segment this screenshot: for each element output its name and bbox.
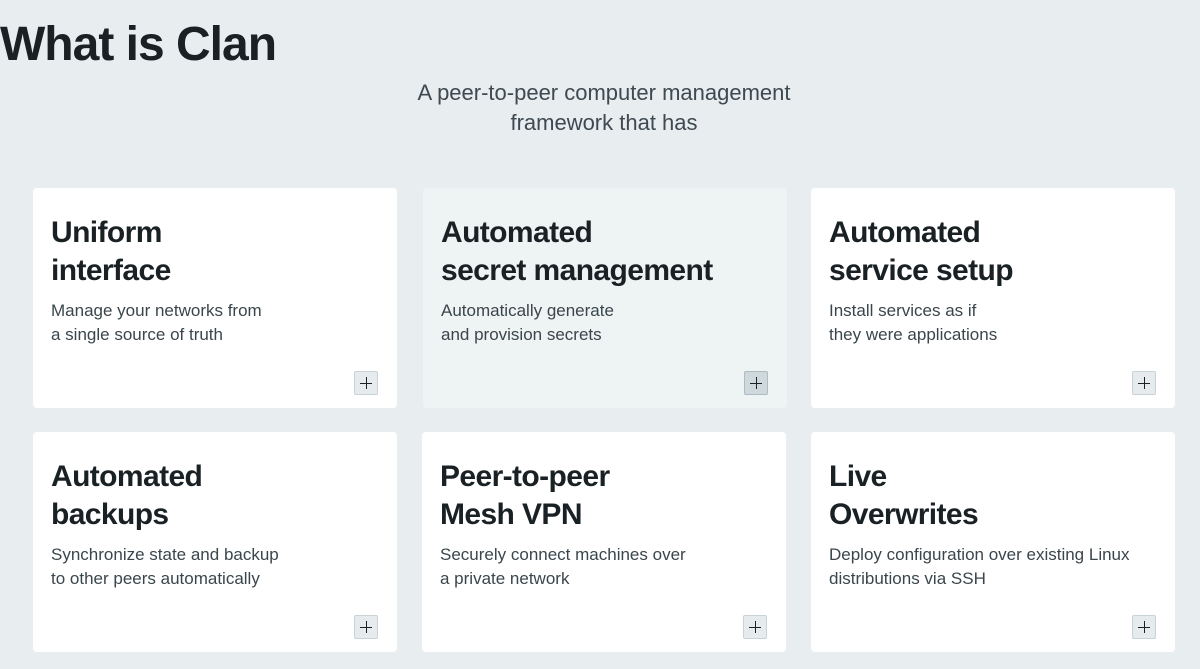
feature-card-title: Automated service setup	[829, 214, 1169, 290]
feature-card-live-overwrites[interactable]: Live Overwrites Deploy configuration ove…	[811, 432, 1175, 652]
expand-button[interactable]	[354, 371, 378, 395]
expand-button[interactable]	[1132, 371, 1156, 395]
feature-card-description: Synchronize state and backup to other pe…	[51, 543, 381, 591]
feature-card-title-line: Peer-to-peer	[440, 460, 610, 493]
plus-icon	[1138, 377, 1150, 389]
expand-button[interactable]	[1132, 615, 1156, 639]
plus-icon	[360, 621, 372, 633]
page-title: What is Clan	[0, 18, 277, 71]
expand-button[interactable]	[743, 615, 767, 639]
feature-card-title-line: secret management	[441, 254, 713, 287]
feature-card-title: Live Overwrites	[829, 458, 1169, 534]
feature-card-title-line: Overwrites	[829, 498, 979, 531]
feature-card-title-line: Live	[829, 460, 887, 493]
feature-card-title-line: Mesh VPN	[440, 498, 583, 531]
feature-card-description: Install services as if they were applica…	[829, 299, 1159, 347]
feature-card-mesh-vpn[interactable]: Peer-to-peer Mesh VPN Securely connect m…	[422, 432, 786, 652]
feature-card-description-line: a single source of truth	[51, 325, 223, 344]
feature-card-uniform-interface[interactable]: Uniform interface Manage your networks f…	[33, 188, 397, 408]
feature-card-description-line: Install services as if	[829, 301, 977, 320]
feature-card-description-line: Manage your networks from	[51, 301, 262, 320]
feature-card-description-line: a private network	[440, 569, 570, 588]
feature-card-description-line: distributions via SSH	[829, 569, 986, 588]
feature-card-description: Deploy configuration over existing Linux…	[829, 543, 1159, 591]
feature-card-title: Automated backups	[51, 458, 391, 534]
feature-card-description: Securely connect machines over a private…	[440, 543, 770, 591]
feature-card-description: Automatically generate and provision sec…	[441, 299, 771, 347]
plus-icon	[360, 377, 372, 389]
feature-card-backups[interactable]: Automated backups Synchronize state and …	[33, 432, 397, 652]
feature-card-description-line: Synchronize state and backup	[51, 545, 279, 564]
feature-card-title: Peer-to-peer Mesh VPN	[440, 458, 780, 534]
feature-card-title-line: Automated	[829, 216, 981, 249]
feature-card-title: Automated secret management	[441, 214, 781, 290]
feature-card-title-line: backups	[51, 498, 169, 531]
feature-card-title-line: Automated	[51, 460, 203, 493]
feature-card-description: Manage your networks from a single sourc…	[51, 299, 381, 347]
page-subtitle-line-1: A peer-to-peer computer management	[417, 80, 791, 105]
feature-card-title-line: Uniform	[51, 216, 162, 249]
expand-button[interactable]	[744, 371, 768, 395]
feature-card-description-line: Automatically generate	[441, 301, 614, 320]
expand-button[interactable]	[354, 615, 378, 639]
feature-card-secret-management[interactable]: Automated secret management Automaticall…	[423, 188, 787, 408]
page-subtitle-line-2: framework that has	[510, 110, 698, 135]
feature-card-description-line: Deploy configuration over existing Linux	[829, 545, 1130, 564]
plus-icon	[750, 377, 762, 389]
feature-card-title-line: service setup	[829, 254, 1014, 287]
feature-card-title-line: Automated	[441, 216, 593, 249]
feature-card-service-setup[interactable]: Automated service setup Install services…	[811, 188, 1175, 408]
plus-icon	[749, 621, 761, 633]
feature-card-title: Uniform interface	[51, 214, 391, 290]
feature-card-description-line: and provision secrets	[441, 325, 602, 344]
page-subtitle: A peer-to-peer computer management frame…	[380, 78, 828, 138]
feature-card-description-line: Securely connect machines over	[440, 545, 686, 564]
plus-icon	[1138, 621, 1150, 633]
feature-card-description-line: to other peers automatically	[51, 569, 260, 588]
feature-card-description-line: they were applications	[829, 325, 998, 344]
feature-card-title-line: interface	[51, 254, 171, 287]
